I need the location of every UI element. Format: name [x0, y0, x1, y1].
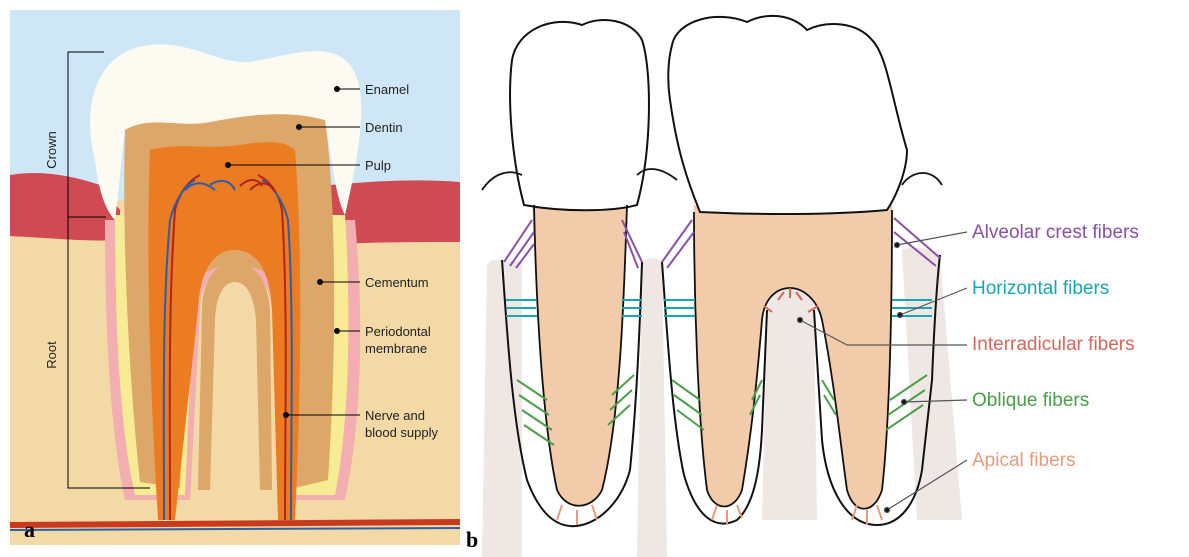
periodontal-label-line2: membrane — [365, 341, 427, 356]
panel-label-a: a — [24, 517, 35, 543]
enamel-label: Enamel — [365, 82, 409, 97]
fiber-label-apical-fibers: Apical fibers — [972, 450, 1076, 471]
fiber-label-horizontal-fibers: Horizontal fibers — [972, 278, 1109, 299]
root-left-tooth — [532, 195, 627, 506]
periodontal-label-line1: Periodontal — [365, 324, 431, 339]
alveolar-bone-mid — [637, 258, 667, 557]
fiber-label-interradicular-fibers: Interradicular fibers — [972, 334, 1135, 355]
crown-label: Crown — [44, 131, 59, 169]
panel-label-b: b — [466, 527, 478, 553]
interradicular-bone — [762, 285, 817, 520]
dentin-label: Dentin — [365, 120, 403, 135]
apical-fibers — [557, 505, 882, 525]
tooth-anatomy-diagram: Crown Root Enamel Dentin Pulp Cementum P… — [10, 10, 460, 545]
pulp-label: Pulp — [365, 158, 391, 173]
root-label: Root — [44, 341, 59, 369]
crown-right-tooth — [668, 16, 907, 214]
nerve-label-line2: blood supply — [365, 425, 438, 440]
nerve-label-line1: Nerve and — [365, 408, 425, 423]
fiber-label-oblique-fibers: Oblique fibers — [972, 390, 1089, 411]
alveolar-bone — [482, 259, 522, 557]
fiber-label-alveolar-crest-fibers: Alveolar crest fibers — [972, 222, 1139, 243]
crown-left-tooth — [510, 20, 649, 210]
cementum-label: Cementum — [365, 275, 429, 290]
